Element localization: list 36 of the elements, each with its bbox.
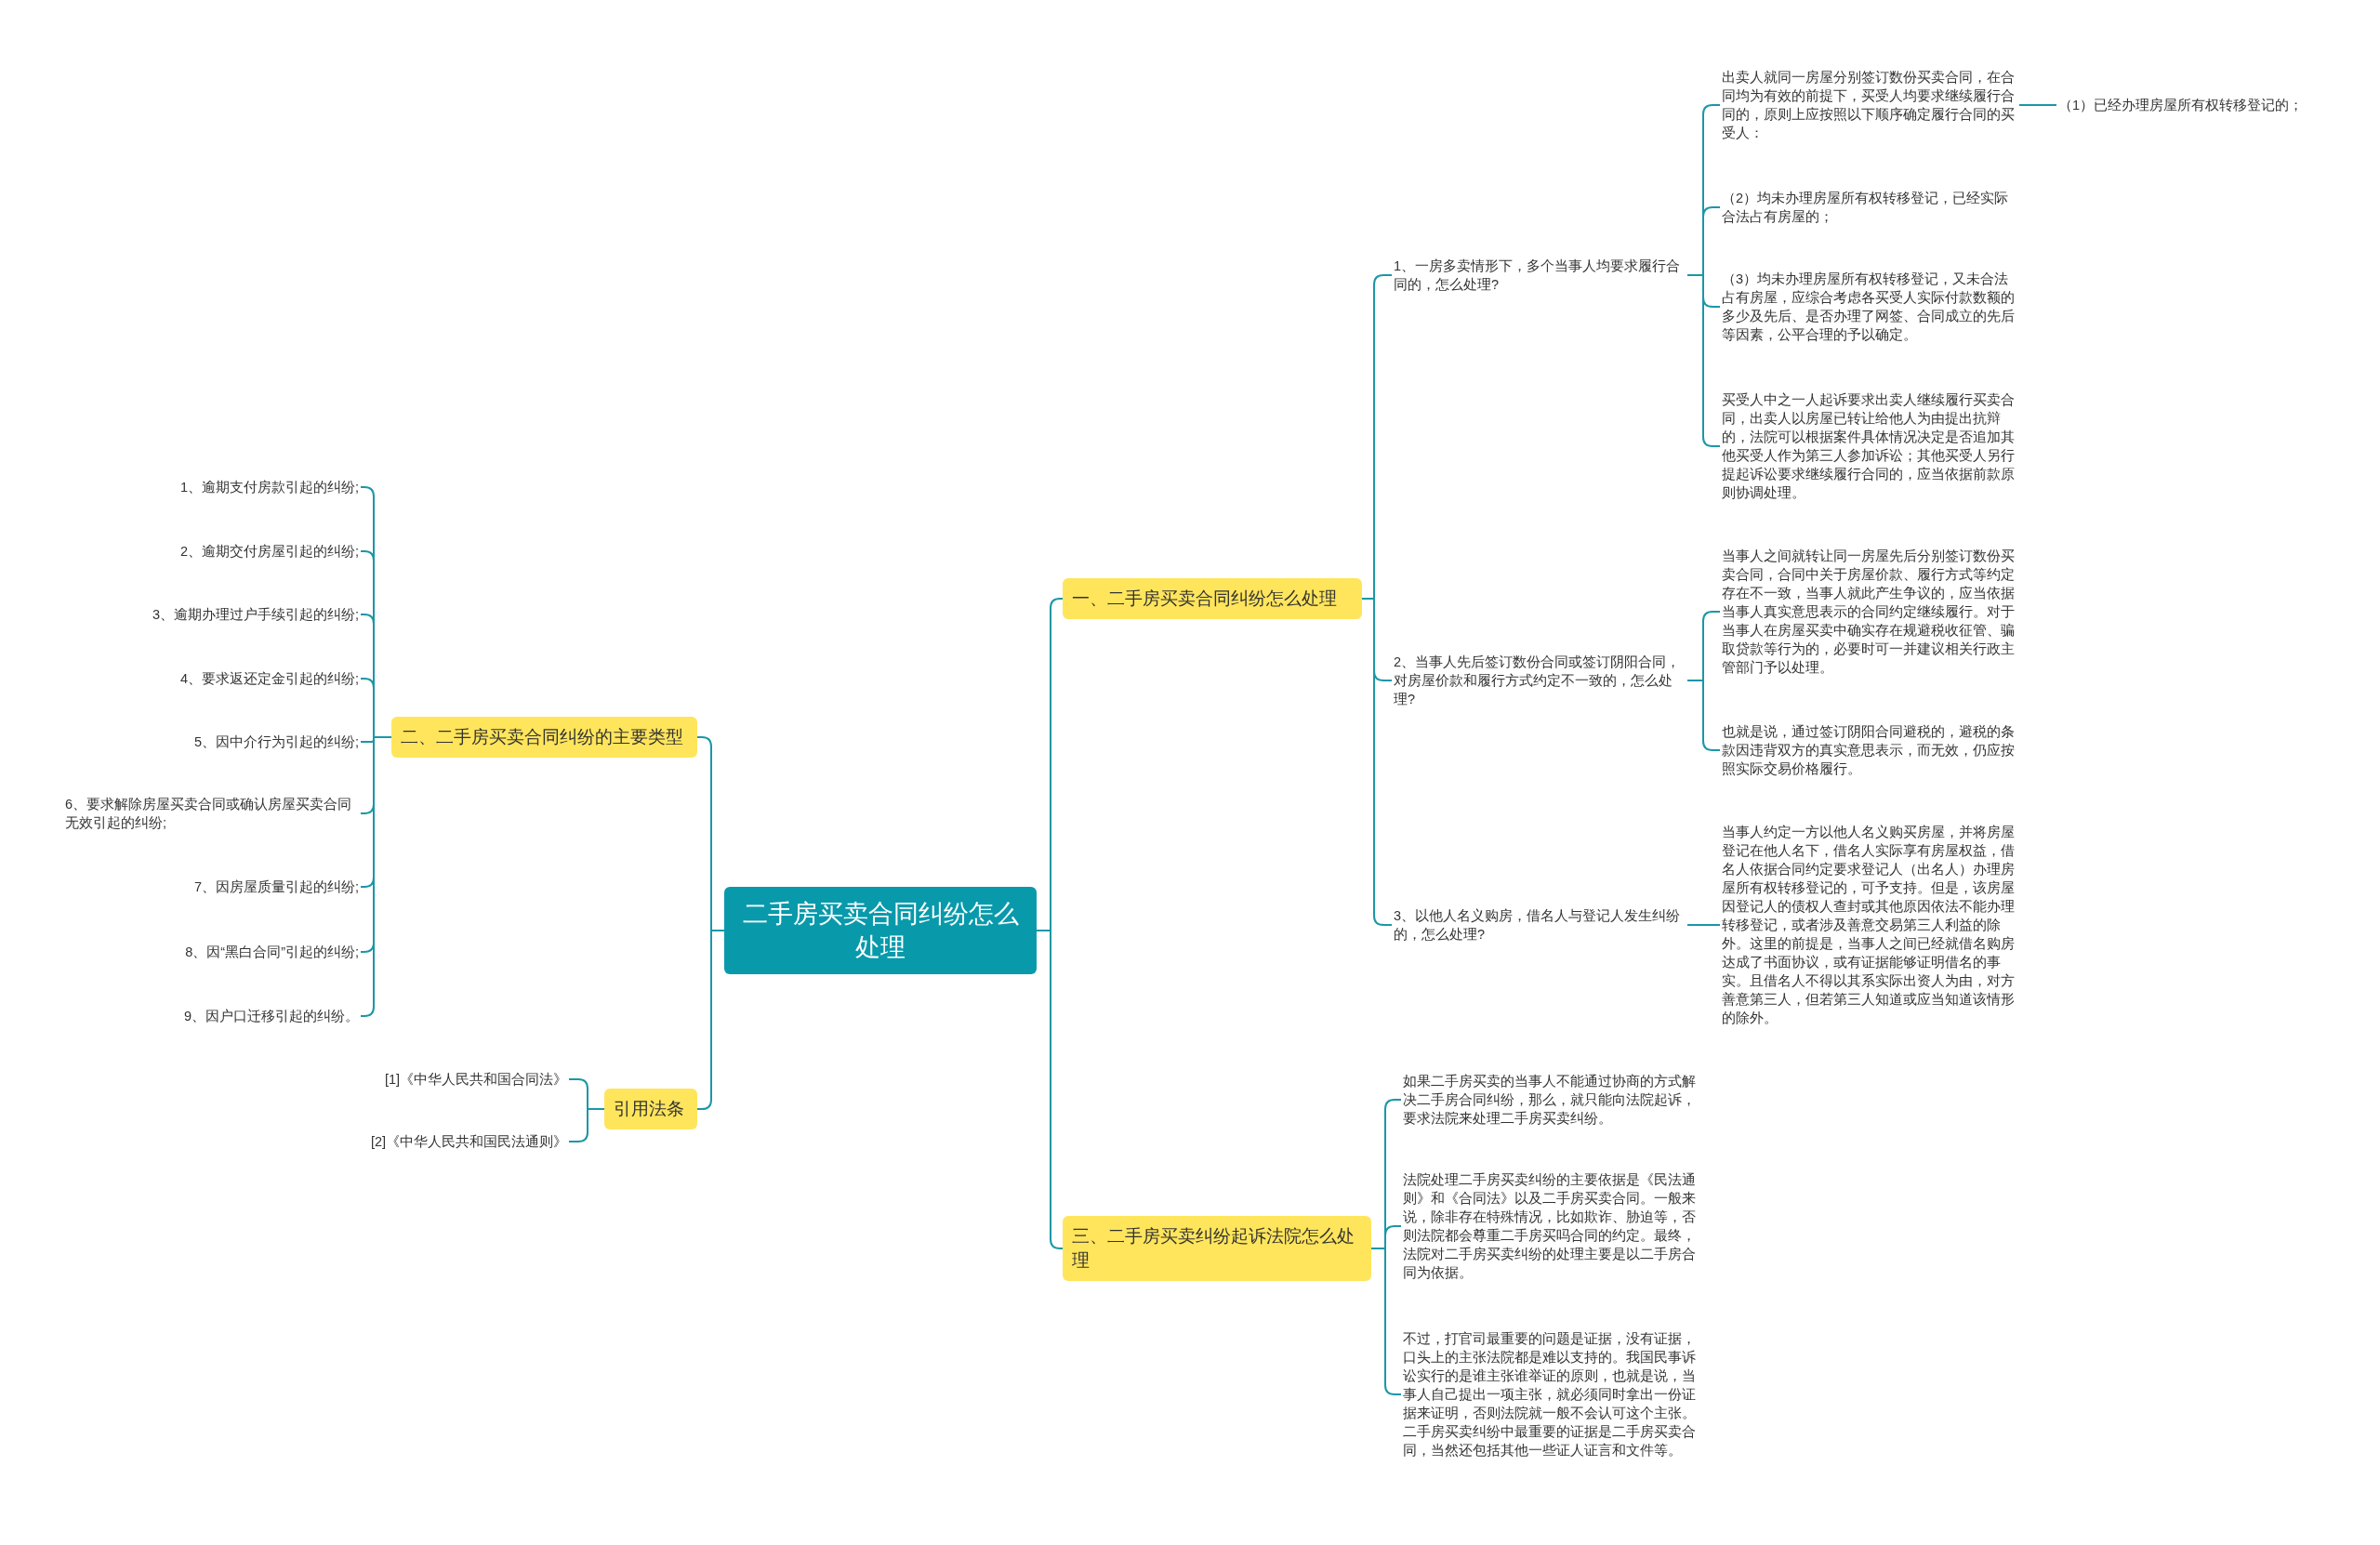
topic-box-label: 引用法条: [614, 1098, 685, 1120]
subtopic-text-label: 2、当事人先后签订数份合同或签订阴阳合同，对房屋价款和履行方式约定不一致的，怎么处理?: [1394, 654, 1682, 708]
subtopic-text-label: 如果二手房买卖的当事人不能通过协商的方式解决二手房合同纠纷，那么，就只能向法院起诉，要求法院来处理二手房买卖纠纷。: [1403, 1073, 1697, 1128]
connector-line: [360, 736, 392, 1017]
subtopic-text-label: 6、要求解除房屋买卖合同或确认房屋买卖合同无效引起的纠纷;: [65, 796, 353, 832]
connector-line: [1686, 924, 1721, 926]
subtopic-text-label: 出卖人就同一房屋分别签订数份买卖合同，在合同均为有效的前提下，买受人均要求继续履行合同的，原则上应按照以下顺序确定履行合同的买受人：: [1722, 69, 2016, 142]
subtopic-text-label: 当事人约定一方以他人名义购买房屋，并将房屋登记在他人名下，借名人实际享有房屋权益，借名人依据合同约定要求登记人（出名人）办理房屋所有权转移登记的，可予支持。但是，该房屋因登记人的债权人查封或其他原因依法不能办理转移登记，或者涉及善意交易第三人利益的除外。这里的前提是，当事人之间已经就借名购房达成了书面协议，或有证据能够证明借名的事实。且借名人不得以其系实际出资人为由，对方善意第三人，但若第三人知道或应当知道该情形的除外。: [1722, 824, 2016, 1027]
subtopic-text-label: 不过，打官司最重要的问题是证据，没有证据，口头上的主张法院都是难以支持的。我国民事诉讼实行的是谁主张谁举证的原则，也就是说，当事人自己提出一项主张，就必须同时拿出一份证据来证明，否则法院就一般不会认可这个主张。二手房买卖纠纷中最重要的证据是二手房买卖合同，当然还包括其他一些证人证言和文件等。: [1403, 1330, 1697, 1459]
subtopic-text-label: 4、要求返还定金引起的纠纷;: [178, 670, 359, 688]
subtopic-text-label: [2]《中华人民共和国民法通则》: [369, 1133, 567, 1151]
topic-box-label: 三、二手房买卖纠纷起诉法院怎么处理: [1072, 1225, 1355, 1272]
topic-box-label: 二、二手房买卖合同纠纷的主要类型: [401, 726, 684, 748]
subtopic-text-label: 8、因“黑白合同”引起的纠纷;: [184, 944, 359, 961]
subtopic-text-label: 9、因户口迁移引起的纠纷。: [182, 1008, 359, 1025]
topic-box-label: 一、二手房买卖合同纠纷怎么处理: [1072, 588, 1338, 610]
subtopic-text-label: 7、因房屋质量引起的纠纷;: [192, 878, 359, 896]
connector-line: [2018, 104, 2057, 106]
subtopic-text-label: 5、因中介行为引起的纠纷;: [192, 733, 359, 751]
subtopic-text-label: 也就是说，通过签订阴阳合同避税的，避税的条款因违背双方的真实意思表示，而无效，仍应按照实际交易价格履行。: [1722, 723, 2016, 778]
subtopic-text-label: 当事人之间就转让同一房屋先后分别签订数份买卖合同，合同中关于房屋价款、履行方式等约定存在不一致，当事人就此产生争议的，应当依据当事人真实意思表示的合同约定继续履行。对于当事人在房屋买卖中确实存在规避税收征管、骗取贷款等行为的，必要时可一并建议相关行政主管部门予以处理。: [1722, 548, 2016, 677]
subtopic-text-label: 1、一房多卖情形下，多个当事人均要求履行合同的，怎么处理?: [1394, 258, 1682, 294]
subtopic-text-label: （3）均未办理房屋所有权转移登记，又未合法占有房屋，应综合考虑各买受人实际付款数额的多少及先后、是否办理了网签、合同成立的先后等因素，公平合理的予以确定。: [1722, 271, 2016, 344]
subtopic-text-label: 3、逾期办理过户手续引起的纠纷;: [151, 606, 359, 624]
subtopic-text-label: 3、以他人名义购房，借名人与登记人发生纠纷的，怎么处理?: [1394, 907, 1682, 944]
subtopic-text-label: 法院处理二手房买卖纠纷的主要依据是《民法通则》和《合同法》以及二手房买卖合同。一般来说，除非存在特殊情况，比如欺诈、胁迫等，否则法院都会尊重二手房买吗合同的约定。最终，法院对二手房买卖纠纷的处理主要是以二手房合同为依据。: [1403, 1171, 1697, 1282]
subtopic-text-label: 1、逾期支付房款引起的纠纷;: [178, 479, 359, 496]
subtopic-text-label: [1]《中华人民共和国合同法》: [383, 1071, 567, 1089]
subtopic-text-label: （2）均未办理房屋所有权转移登记，已经实际合法占有房屋的；: [1722, 190, 2010, 226]
connector-line: [568, 1108, 605, 1142]
subtopic-text-label: 买受人中之一人起诉要求出卖人继续履行买卖合同，出卖人以房屋已转让给他人为由提出抗辩的，法院可以根据案件具体情况决定是否追加其他买受人作为第三人参加诉讼；其他买受人另行提起诉讼要求继续履行合同的，应当依据前款原则协调处理。: [1722, 391, 2016, 502]
connector-line: [1036, 930, 1064, 1249]
subtopic-text-label: （1）已经办理房屋所有权转移登记的；: [2058, 97, 2305, 114]
connector-line: [1361, 598, 1393, 926]
subtopic-text-label: 2、逾期交付房屋引起的纠纷;: [178, 543, 359, 561]
central-topic-label: 二手房买卖合同纠纷怎么处理: [741, 899, 1020, 963]
